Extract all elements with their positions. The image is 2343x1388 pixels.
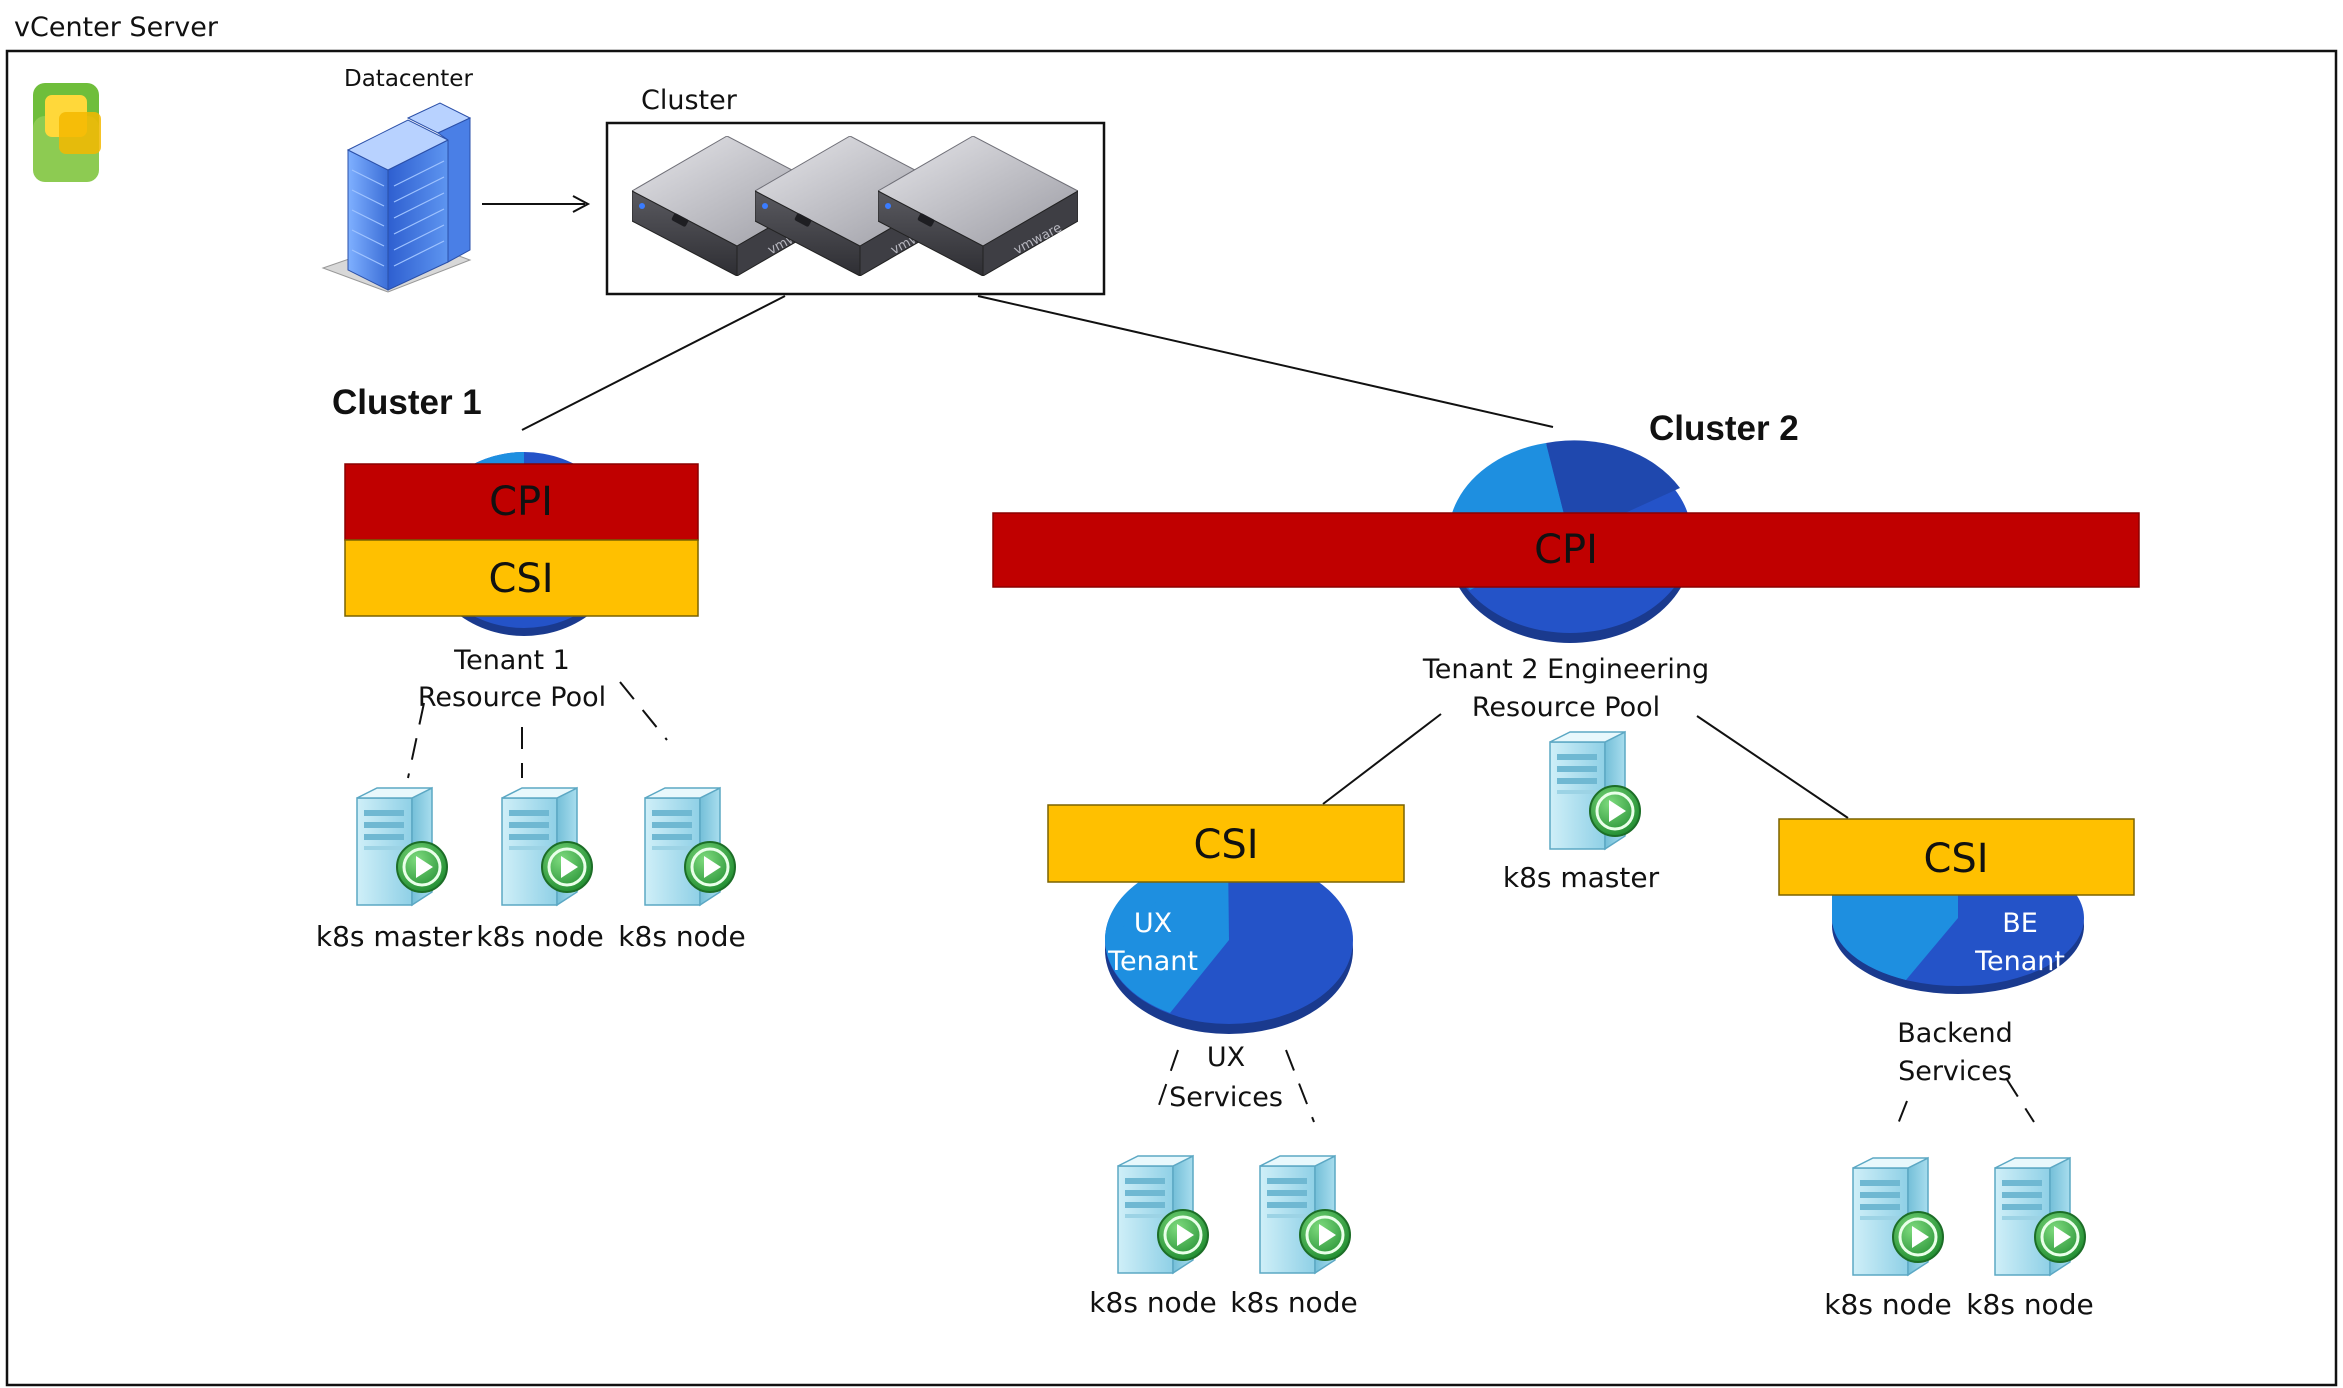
vm-server-icon [643, 786, 737, 907]
cluster1-csi-label: CSI [488, 556, 553, 602]
cluster1-node-connectors [407, 681, 668, 779]
cluster2-title: Cluster 2 [1649, 409, 1799, 448]
vcenter-frame [5, 49, 2338, 1387]
ux-csi-bar [1047, 804, 1405, 883]
ux-pie-line2: Tenant [1107, 946, 1198, 977]
cluster2-master-label: k8s master [1503, 861, 1660, 894]
cluster2-cpi-bar [992, 512, 2140, 588]
vcenter-title: vCenter Server [14, 12, 219, 43]
cluster-label: Cluster [641, 85, 738, 116]
vsphere-logo-icon [33, 83, 101, 182]
ux-node-connectors [1158, 1049, 1315, 1123]
cluster1-pool-line1: Tenant 1 [453, 645, 570, 676]
cluster1-csi-bar [344, 539, 699, 617]
vm-server-icon [1993, 1156, 2087, 1277]
connector-cluster1 [521, 295, 786, 431]
resource-pool-pie-icon [1104, 856, 1353, 1034]
cluster1-node-label-2: k8s node [476, 920, 603, 953]
ux-pie-line1: UX [1134, 908, 1172, 939]
ux-pool-line2: Services [1169, 1082, 1283, 1113]
be-pool-line1: Backend [1897, 1018, 2012, 1049]
arrow-datacenter-to-cluster [482, 195, 591, 213]
cluster2-cpi-label: CPI [1534, 527, 1598, 573]
cluster1-cpi-label: CPI [489, 479, 553, 525]
be-pool-line2: Services [1898, 1056, 2012, 1087]
ux-node-label-1: k8s node [1089, 1286, 1216, 1319]
vm-server-icon [1851, 1156, 1945, 1277]
ux-node-label-2: k8s node [1230, 1286, 1357, 1319]
vm-server-icon [500, 786, 594, 907]
cluster1-node-label-1: k8s master [316, 920, 473, 953]
connector-cluster2 [977, 295, 1554, 428]
datacenter-building-icon [321, 102, 472, 293]
be-node-connectors [1893, 1077, 2035, 1135]
cluster1-title: Cluster 1 [332, 383, 482, 422]
datacenter-label: Datacenter [344, 66, 473, 92]
be-csi-label: CSI [1923, 836, 1988, 882]
vm-server-icon [1548, 730, 1642, 851]
connector-be [1696, 715, 1849, 819]
be-pie-line2: Tenant [1974, 946, 2065, 977]
ux-pool-line1: UX [1207, 1042, 1245, 1073]
vm-server-icon [1116, 1154, 1210, 1275]
vm-server-icon [1258, 1154, 1352, 1275]
vm-server-icon [355, 786, 449, 907]
connector-ux [1322, 713, 1442, 805]
be-node-label-1: k8s node [1824, 1288, 1951, 1321]
cluster1-pool-line2: Resource Pool [418, 682, 606, 713]
cluster2-pool-line1: Tenant 2 Engineering [1422, 654, 1709, 685]
be-node-label-2: k8s node [1966, 1288, 2093, 1321]
be-csi-bar [1778, 818, 2135, 896]
ux-csi-label: CSI [1193, 822, 1258, 868]
cluster1-node-label-3: k8s node [618, 920, 745, 953]
cluster2-pool-line2: Resource Pool [1472, 692, 1660, 723]
be-pie-line1: BE [2002, 908, 2038, 939]
